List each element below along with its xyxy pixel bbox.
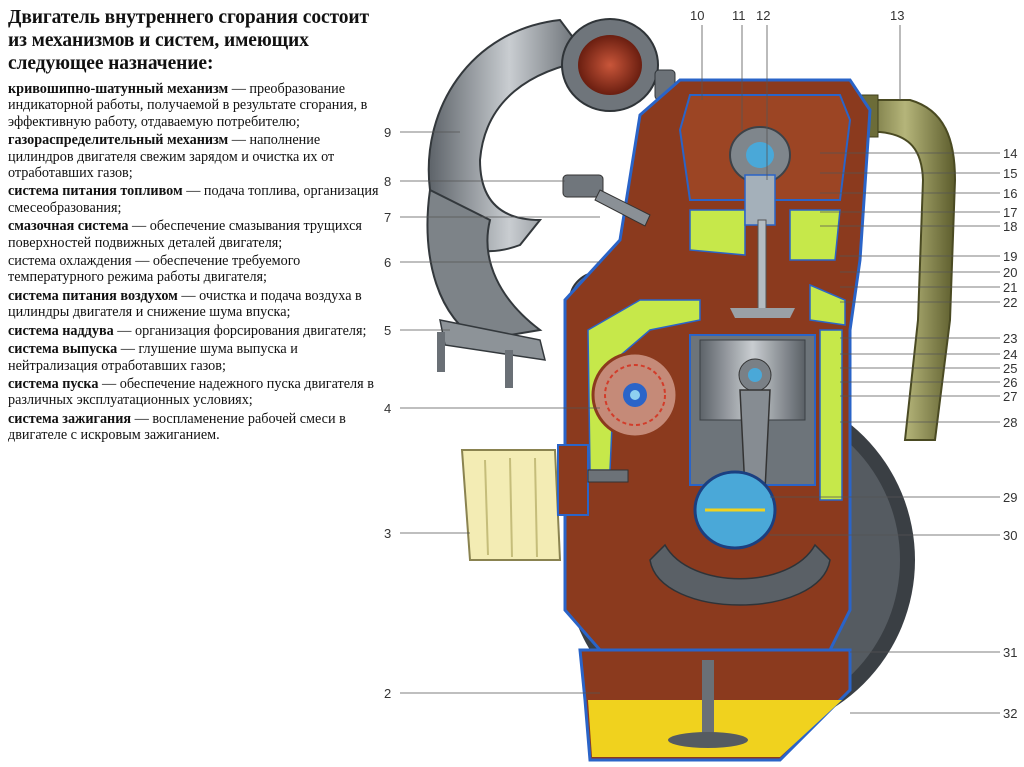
item-term: газораспределительный механизм: [8, 132, 229, 149]
label-16: 16: [1003, 186, 1017, 201]
list-item: система питания воздухом — очистка и под…: [8, 288, 380, 321]
label-32: 32: [1003, 706, 1017, 721]
label-7: 7: [384, 210, 391, 225]
item-term: система пуска: [8, 375, 99, 392]
label-30: 30: [1003, 528, 1017, 543]
label-14: 14: [1003, 146, 1017, 161]
item-term: система питания топливом: [8, 183, 183, 200]
label-15: 15: [1003, 166, 1017, 181]
list-item: кривошипно-шатунный механизм — преобразо…: [8, 81, 380, 130]
label-24: 24: [1003, 347, 1017, 362]
label-28: 28: [1003, 415, 1017, 430]
label-6: 6: [384, 255, 391, 270]
valve-assembly: [730, 174, 795, 318]
oil-sump: [578, 648, 852, 762]
label-10: 10: [690, 8, 704, 23]
label-11: 11: [732, 8, 746, 23]
label-3: 3: [384, 526, 391, 541]
label-9: 9: [384, 125, 391, 140]
item-desc: — воспламенение рабочей смеси в двигател…: [8, 410, 346, 444]
heading: Двигатель внутреннего сгорания состоит и…: [8, 7, 370, 74]
label-5: 5: [384, 323, 391, 338]
label-21: 21: [1003, 280, 1017, 295]
label-29: 29: [1003, 490, 1017, 505]
item-term: кривошипно-шатунный механизм: [8, 81, 229, 97]
system-list: кривошипно-шатунный механизм — преобразо…: [8, 81, 380, 444]
item-desc: — наполнение цилиндров двигателя свежим …: [8, 132, 335, 182]
item-desc: — обеспечение надежного пуска двигателя …: [8, 375, 374, 409]
list-item: система выпуска — глушение шума выпуска …: [8, 341, 380, 374]
label-20: 20: [1003, 265, 1017, 280]
label-23: 23: [1003, 331, 1017, 346]
list-item: система наддува — организация форсирован…: [8, 323, 380, 339]
label-17: 17: [1003, 205, 1017, 220]
item-desc: — очистка и подача воздуха в цилиндры дв…: [8, 287, 362, 321]
item-desc: система охлаждения — обеспечение требуем…: [8, 253, 301, 286]
label-26: 26: [1003, 375, 1017, 390]
label-25: 25: [1003, 361, 1017, 376]
item-desc: — преобразование индикаторной работы, по…: [8, 81, 368, 130]
label-13: 13: [890, 8, 904, 23]
item-desc: — глушение шума выпуска и нейтрализация …: [8, 341, 298, 374]
list-item: система зажигания — воспламенение рабоче…: [8, 411, 380, 444]
oil-filter: [460, 444, 629, 561]
label-4: 4: [384, 401, 391, 416]
text-panel: Двигатель внутреннего сгорания состоит и…: [8, 6, 380, 446]
piston-assembly: [689, 334, 816, 491]
engine-cutaway-diagram: 1 2 3 4 5 6 7 8 9 10 11 12 13 14 15 16 1…: [384, 8, 1017, 762]
crankshaft: [649, 470, 831, 606]
list-item: система пуска — обеспечение надежного пу…: [8, 376, 380, 409]
item-term: система наддува: [8, 322, 114, 339]
label-22: 22: [1003, 295, 1017, 310]
oil-pump: [591, 351, 679, 439]
label-8: 8: [384, 174, 391, 189]
item-desc: — подача топлива, организация смесеобраз…: [8, 183, 379, 216]
label-2: 2: [384, 686, 391, 701]
label-18: 18: [1003, 219, 1017, 234]
list-item: система охлаждения — обеспечение требуем…: [8, 253, 380, 286]
label-27: 27: [1003, 389, 1017, 404]
list-item: система питания топливом — подача топлив…: [8, 183, 380, 216]
leader-lines: [400, 25, 1000, 714]
item-term: система питания воздухом: [8, 287, 178, 304]
label-12: 12: [756, 8, 770, 23]
list-item: смазочная система — обеспечение смазыван…: [8, 218, 380, 251]
injector: [562, 174, 651, 227]
label-19: 19: [1003, 249, 1017, 264]
item-desc: — организация форсирования двигателя;: [113, 322, 367, 339]
item-term: смазочная система: [8, 218, 129, 235]
item-term: система зажигания: [8, 410, 132, 427]
list-item: газораспределительный механизм — наполне…: [8, 132, 380, 181]
item-term: система выпуска: [8, 341, 118, 358]
label-31: 31: [1003, 645, 1017, 660]
item-desc: — обеспечение смазывания трущихся поверх…: [8, 218, 362, 251]
part-labels: 1 2 3 4 5 6 7 8 9 10 11 12 13 14 15 16 1…: [384, 8, 1017, 721]
